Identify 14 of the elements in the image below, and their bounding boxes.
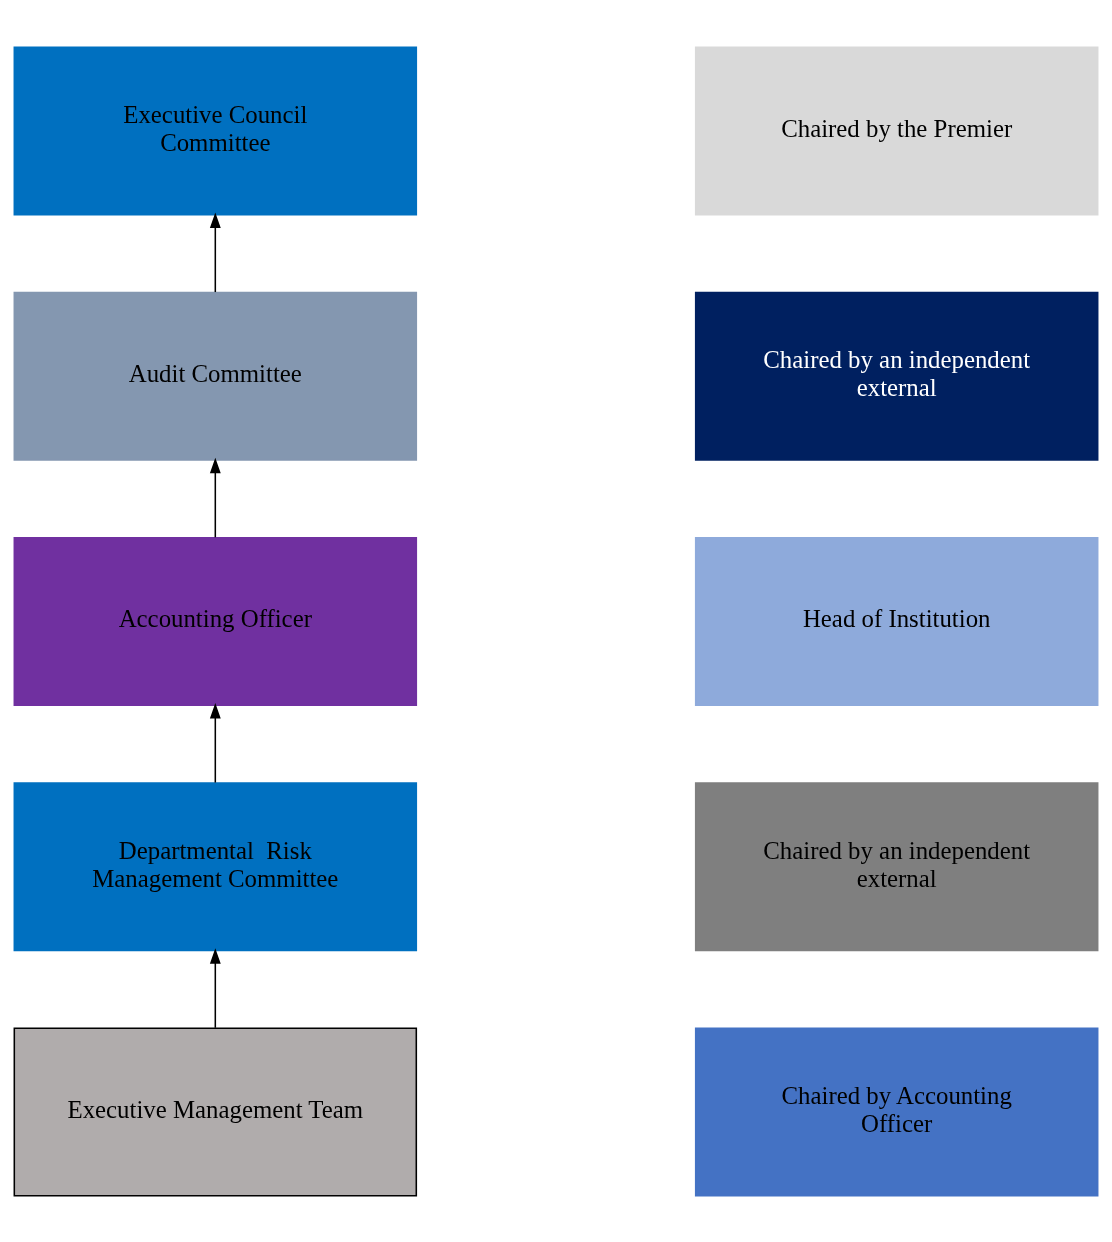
node-box: Departmental Risk Management Committee [13,781,418,951]
arrow [209,457,221,538]
node-box: Audit Committee [13,291,418,461]
node-box: Head of Institution [694,536,1099,706]
node-box: Chaired by an independent external [694,291,1099,461]
node-box: Accounting Officer [13,536,418,706]
arrow [209,212,221,293]
node-box: Chaired by an independent external [694,781,1099,951]
arrow [209,702,221,783]
node-box: Chaired by the Premier [694,45,1099,216]
node-box: Executive Management Team [13,1026,418,1197]
node-box: Executive Council Committee [13,45,418,216]
node-box: Chaired by Accounting Officer [694,1026,1099,1197]
arrow [209,947,221,1029]
